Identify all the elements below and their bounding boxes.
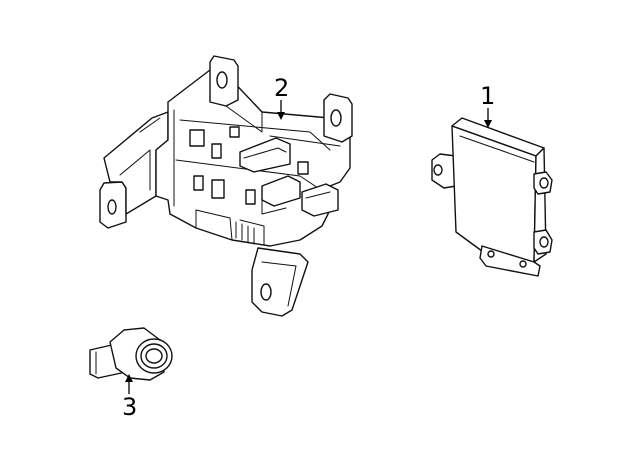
part-1-control-module <box>431 117 553 277</box>
callout-2-arrowhead <box>277 112 285 120</box>
part-3-sensor <box>89 327 173 381</box>
callout-2-label: 2 <box>274 74 289 102</box>
callout-3-label: 3 <box>122 393 137 421</box>
callout-2: 2 <box>274 74 289 120</box>
callout-3-arrowhead <box>125 374 133 382</box>
part-2-bracket <box>99 55 353 317</box>
callout-1-arrowhead <box>484 120 492 128</box>
callout-3: 3 <box>122 374 137 421</box>
callout-1-label: 1 <box>480 82 495 110</box>
callout-1: 1 <box>480 82 495 128</box>
